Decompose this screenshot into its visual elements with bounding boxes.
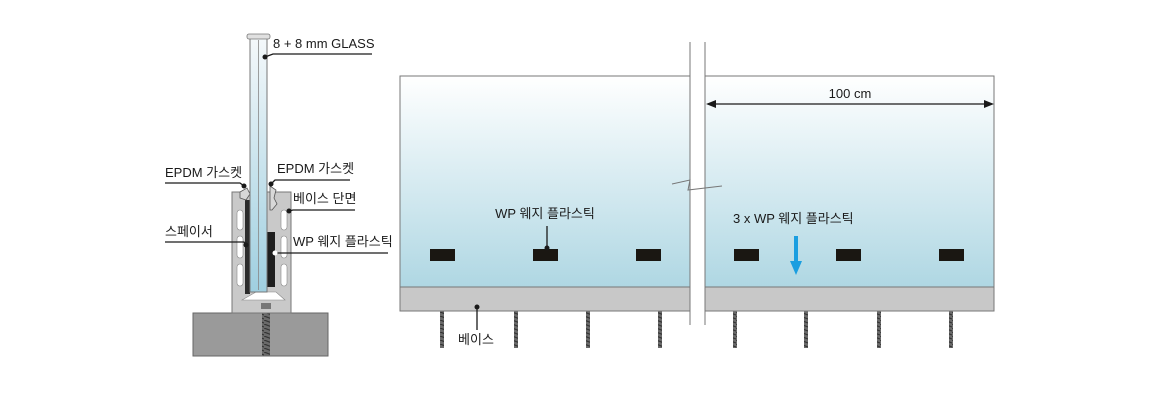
glass-label: 8 + 8 mm GLASS xyxy=(273,36,375,51)
wedge-label-elevation: WP 웨지 플라스틱 xyxy=(495,206,595,221)
wedge xyxy=(734,249,759,261)
section-view: 8 + 8 mm GLASS EPDM 가스켓 EPDM 가스켓 베이스 단면 … xyxy=(165,33,393,357)
base-section-label: 베이스 단면 xyxy=(293,191,356,206)
wedge-label-section: WP 웨지 플라스틱 xyxy=(293,234,393,249)
wedge xyxy=(836,249,861,261)
base-profile xyxy=(231,191,292,314)
gasket-left-label: EPDM 가스켓 xyxy=(165,165,242,180)
wedge xyxy=(636,249,661,261)
epdm-gasket-right xyxy=(269,185,278,211)
wp-wedge-section xyxy=(267,232,275,287)
spacer-label: 스페이서 xyxy=(165,224,213,239)
break-gap xyxy=(690,40,705,325)
wedge xyxy=(533,249,558,261)
wp-wedges xyxy=(430,249,964,261)
anchor-bolt xyxy=(262,298,270,356)
anchor-posts xyxy=(440,311,953,348)
base-rail-left xyxy=(399,286,693,312)
epdm-gasket-left xyxy=(239,187,251,201)
base-rail-right xyxy=(703,286,995,312)
wedge xyxy=(430,249,455,261)
break-line xyxy=(671,179,723,191)
arrow-down-icon xyxy=(790,236,802,275)
wedge xyxy=(939,249,964,261)
dimension-label: 100 cm xyxy=(829,86,872,101)
wedge-count-label: 3 x WP 웨지 플라스틱 xyxy=(733,211,854,226)
glass-cap xyxy=(246,33,271,40)
concrete-slab xyxy=(192,312,329,357)
base-label: 베이스 xyxy=(458,332,494,347)
gasket-right-label: EPDM 가스켓 xyxy=(277,161,354,176)
dimension-100cm: 100 cm xyxy=(706,86,994,108)
elevation-view: 100 cm WP 웨지 플라스틱 3 x WP 웨지 플라스틱 베이스 xyxy=(399,40,995,348)
